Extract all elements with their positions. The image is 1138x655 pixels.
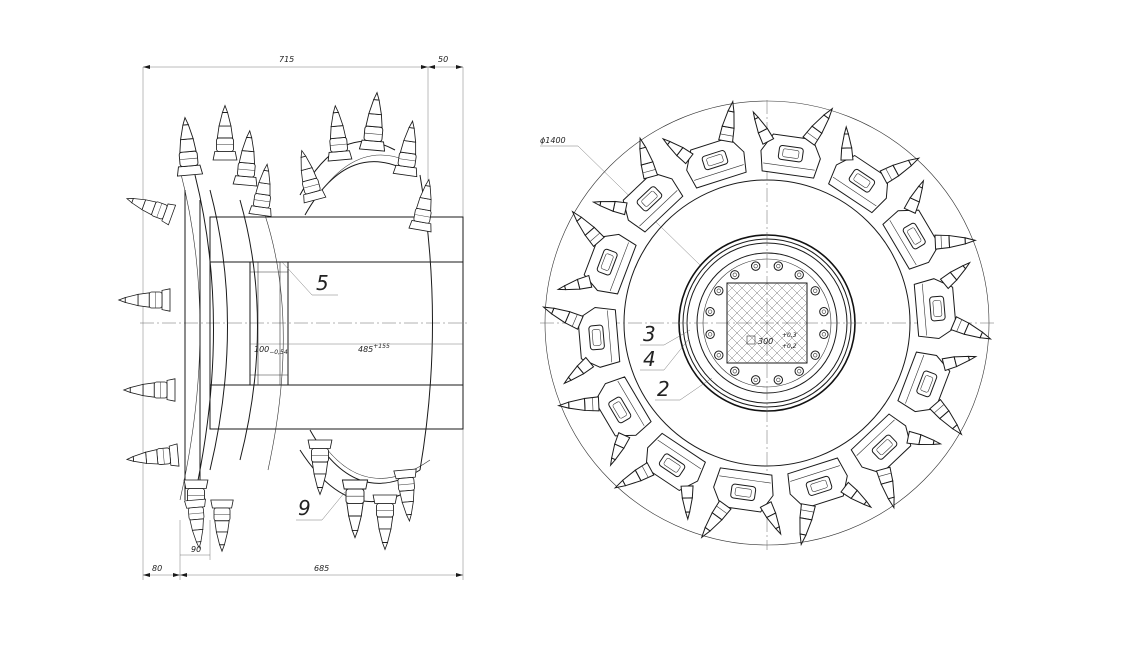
bolt-hole [705, 329, 715, 340]
side-pick [176, 116, 204, 177]
bolt-hole [730, 366, 740, 376]
bolt-hole [714, 350, 724, 360]
side-pick [212, 104, 238, 161]
dim-bore-length: 100−0,54 [254, 345, 288, 356]
bolt-hole [773, 375, 784, 385]
bolt-hole [819, 329, 829, 340]
pick-holder [752, 107, 834, 179]
bolt-hole [810, 286, 820, 296]
bolt-holes [705, 261, 829, 385]
callout-3: 3 [643, 322, 656, 346]
dim-diameter: ϕ1400 [540, 136, 566, 145]
side-pick [307, 439, 333, 496]
side-pick [122, 378, 176, 402]
bolt-hole [794, 270, 804, 280]
dim-overhang: 50 [438, 55, 448, 64]
side-pick [117, 288, 171, 312]
pick-holder [591, 136, 684, 233]
pick-holder [850, 413, 943, 510]
bolt-hole [705, 306, 715, 317]
dim-shaft-length: 485+155 [358, 343, 390, 354]
callout-shaft: 5 [316, 271, 329, 295]
dim-square-tol-upper: +0,3 [782, 332, 797, 339]
pick-holder [661, 99, 747, 189]
callout-4: 4 [643, 347, 656, 371]
side-pick [184, 498, 206, 549]
side-pick [300, 149, 327, 204]
side-pick [408, 178, 432, 233]
square-bore [726, 282, 808, 364]
side-pick [248, 163, 272, 218]
bolt-hole [773, 261, 784, 271]
pick-holder [882, 179, 977, 270]
bolt-hole [730, 270, 740, 280]
side-pick [232, 129, 258, 187]
pick-holder [556, 210, 637, 295]
side-pick [392, 119, 418, 178]
bolt-hole [794, 366, 804, 376]
bolt-hole [750, 375, 761, 385]
side-pick [327, 104, 353, 162]
dim-right-span: 685 [314, 564, 329, 573]
side-pick [210, 499, 234, 553]
pick-holder [787, 457, 873, 547]
pick-holder [557, 376, 652, 467]
pick-holder [913, 261, 993, 340]
bolt-hole [810, 350, 820, 360]
pick-holder [897, 351, 978, 436]
shaft [209, 216, 464, 430]
side-view: 715 50 80 685 90 [117, 55, 470, 580]
bolt-hole [714, 286, 724, 296]
front-picks [541, 99, 993, 547]
side-pick [393, 468, 417, 523]
dim-disc-step: 90 [191, 545, 201, 554]
callout-pick: 9 [298, 496, 311, 520]
dim-square-tol-lower: +0,2 [782, 343, 797, 350]
pick-holder [613, 432, 706, 521]
pick-holder [541, 306, 621, 385]
pick-holder [828, 125, 921, 214]
bolt-hole [750, 261, 761, 271]
pick-holder [700, 467, 782, 539]
side-pick [372, 494, 398, 551]
dim-square-size: 300 [758, 337, 773, 346]
left-disc [179, 169, 284, 501]
side-picks [117, 91, 432, 553]
front-view: 300 +0,3 +0,2 ϕ1400 3 4 2 [540, 99, 995, 550]
dimension-lines-bottom [143, 520, 463, 580]
side-pick [341, 479, 369, 539]
side-pick [358, 91, 386, 152]
side-pick [125, 443, 180, 467]
bolt-hole [819, 306, 829, 317]
dim-overall-width: 715 [279, 55, 294, 64]
side-pick [125, 198, 177, 226]
dim-left-offset: 80 [152, 564, 162, 573]
callout-2: 2 [657, 377, 670, 401]
